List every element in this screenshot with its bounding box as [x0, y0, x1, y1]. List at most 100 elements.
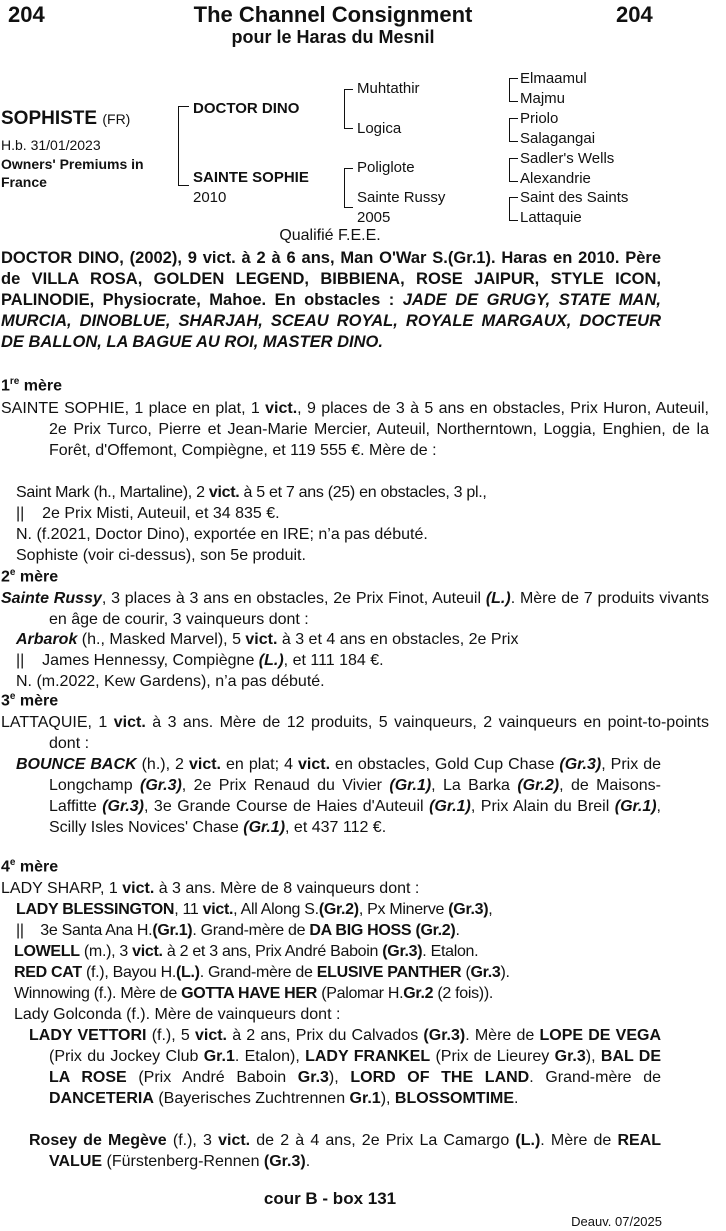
text-bold-italic: (Gr.1) — [614, 798, 657, 815]
text: , All Along S. — [233, 901, 319, 918]
fourth-dam-record: LADY SHARP, 1 vict. à 3 ans. Mère de 8 v… — [1, 878, 661, 899]
text-bold-italic: (Gr.1) — [429, 798, 471, 815]
pedigree-dam-dam: Sainte Russy — [357, 189, 446, 206]
text-bold: BLOSSOMTIME — [394, 1090, 515, 1107]
pedigree-bracket-ds — [509, 158, 518, 182]
text-bold: Gr.1 — [203, 1048, 235, 1065]
text: ), — [380, 1090, 395, 1107]
text: . Etalon), — [234, 1048, 306, 1065]
text: ), — [585, 1048, 601, 1065]
text: (f.), Bayou H. — [81, 964, 177, 981]
section-sup: e — [9, 691, 16, 702]
text: . Grand-mère de — [199, 964, 317, 981]
text: , de Maisons-Laffitte — [49, 777, 662, 815]
text-bold: RED CAT — [14, 964, 82, 981]
first-dam-produce-1: Saint Mark (h., Martaline), 2 vict. à 5 … — [16, 482, 676, 503]
text: de 2 à 4 ans, 2e Prix La Camargo — [250, 1132, 516, 1149]
text: , — [488, 901, 493, 918]
section-label: mère — [15, 692, 59, 710]
text: , 2e Prix Renaud du Vivier — [181, 777, 390, 794]
fourth-dam-lady-vettori: LADY VETTORI (f.), 5 vict. à 2 ans, Prix… — [29, 1025, 661, 1109]
text: (Fürstenberg-Rennen — [102, 1153, 264, 1170]
text-bold: vict. — [188, 756, 221, 773]
third-dam-record: LATTAQUIE, 1 vict. à 3 ans. Mère de 12 p… — [1, 712, 709, 754]
pedigree-dam-sire: Poliglote — [357, 159, 415, 176]
text-bold: Gr.1 — [349, 1090, 381, 1107]
pedigree-dam-dam-year: 2005 — [357, 209, 391, 226]
text-bold: LADY BLESSINGTON — [16, 901, 175, 918]
horse-info: H.b. 31/01/2023 — [1, 137, 101, 153]
sire-notes: DOCTOR DINO, (2002), 9 vict. à 2 à 6 ans… — [1, 248, 661, 353]
text: James Hennessy, Compiègne — [42, 652, 259, 669]
text-bold: vict. — [132, 943, 163, 960]
text: à 2 ans, Prix du Calvados — [227, 1027, 424, 1044]
second-dam-produce-1-cont: || James Hennessy, Compiègne (L.), et 11… — [16, 652, 384, 669]
text-bold: vict. — [245, 631, 278, 648]
pedigree-ggp: Elmaamul — [520, 70, 587, 87]
text-bold: GOTTA HAVE HER — [181, 985, 318, 1002]
qualification: Qualifié F.E.E. — [279, 227, 381, 244]
second-dam-record: Sainte Russy, 3 places à 3 ans en obstac… — [1, 588, 709, 630]
text: à 2 et 3 ans, Prix André Baboin — [162, 943, 383, 960]
text: , 3 places à 3 ans en obstacles, 2e Prix… — [101, 590, 486, 607]
section-first-dam: 1re mère — [1, 376, 62, 395]
text: . Grand-mère de — [192, 922, 310, 939]
text: 3e Santa Ana H. — [40, 922, 153, 939]
text: Saint Mark (h., Martaline), 2 — [16, 484, 209, 501]
section-sup: e — [9, 857, 16, 868]
pedigree-bracket-parents — [178, 106, 189, 186]
third-dam-produce-1: BOUNCE BACK (h.), 2 vict. en plat; 4 vic… — [16, 754, 661, 838]
first-dam-record: SAINTE SOPHIE, 1 place en plat, 1 vict.,… — [1, 398, 709, 461]
text: (Palomar H. — [317, 985, 404, 1002]
pedigree-ggp: Lattaquie — [520, 209, 582, 226]
pedigree-sire: DOCTOR DINO — [193, 100, 300, 117]
fourth-dam-lady-blessington-cont: || 3e Santa Ana H.(Gr.1). Grand-mère de … — [16, 922, 460, 939]
pedigree-ggp: Salagangai — [520, 130, 596, 147]
text-bold: LADY FRANKEL — [305, 1048, 431, 1065]
pedigree-bracket-sd — [509, 118, 518, 142]
text-bold: vict. — [202, 901, 234, 918]
text-bold: ELUSIVE PANTHER — [316, 964, 462, 981]
text-bold: vict. — [122, 880, 155, 897]
text-bold-italic: (Gr.3) — [559, 756, 602, 773]
text: à 3 ans. Mère de 12 produits, 5 vainqueu… — [49, 714, 709, 752]
text: , et 111 184 €. — [283, 652, 384, 669]
text-bold-italic: Arbarok — [16, 631, 78, 648]
pedigree-bracket-dam — [344, 168, 353, 208]
text: . Mère de — [540, 1132, 618, 1149]
section-num: 3 — [1, 692, 10, 710]
text-bold: vict. — [265, 400, 298, 417]
text-bold: Gr.3 — [297, 1069, 329, 1086]
text: . Grand-mère de — [529, 1069, 662, 1086]
text: . — [455, 922, 460, 939]
fourth-dam-red-cat: RED CAT (f.), Bayou H.(L.). Grand-mère d… — [14, 962, 664, 983]
text: (m.), 3 — [79, 943, 133, 960]
text: en plat; 4 — [221, 756, 299, 773]
section-label: mère — [15, 858, 59, 876]
pedigree-sire-sire: Muhtathir — [357, 80, 420, 97]
text-bold: vict. — [194, 1027, 227, 1044]
pedigree-ggp: Majmu — [520, 90, 566, 107]
text-bold: (L.) — [176, 964, 200, 981]
pedigree-dam-year: 2010 — [193, 189, 227, 206]
text-bold: LORD OF THE LAND — [350, 1069, 530, 1086]
text-bold: (Gr.1) — [152, 922, 193, 939]
text: (h., Masked Marvel), 5 — [77, 631, 246, 648]
text-bold: LOWELL — [14, 943, 80, 960]
text-bold: BAL DE LA ROSE — [49, 1048, 662, 1086]
section-sup: e — [9, 567, 16, 578]
text-bold-italic: (L.) — [485, 590, 511, 607]
text-bold: vict. — [298, 756, 331, 773]
fourth-dam-rosey-de-megeve: Rosey de Megève (f.), 3 vict. de 2 à 4 a… — [29, 1130, 661, 1172]
text: , Scilly Isles Novices' Chase — [49, 798, 661, 836]
text: SAINTE SOPHIE, 1 place en plat, 1 — [1, 400, 266, 417]
pedigree-dam: SAINTE SOPHIE — [193, 169, 309, 186]
text: , Prix Alain du Breil — [470, 798, 615, 815]
section-label: mère — [19, 377, 63, 395]
pedigree-ggp: Saint des Saints — [520, 189, 629, 206]
text-bold-italic: (Gr.2) — [517, 777, 560, 794]
text-bold: Gr.3 — [470, 964, 501, 981]
box-location: cour B - box 131 — [263, 1189, 397, 1208]
section-second-dam: 2e mère — [1, 567, 58, 586]
